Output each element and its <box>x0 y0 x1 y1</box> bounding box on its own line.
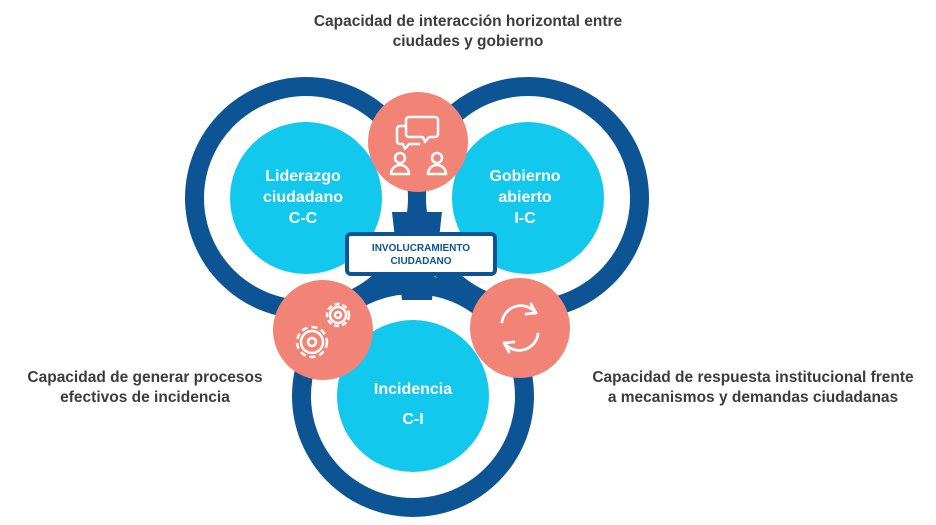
node-left-line-1: Liderazgo <box>265 168 341 185</box>
people-chat-icon <box>368 92 468 192</box>
caption-left-line-1: Capacidad de generar procesos <box>27 369 263 386</box>
center-line-2: CIUDADANO <box>390 256 452 267</box>
node-right-line-3: I-C <box>514 210 536 227</box>
caption-right-line-1: Capacidad de respuesta institucional fre… <box>592 369 914 386</box>
caption-right: Capacidad de respuesta institucional fre… <box>570 368 936 408</box>
circle-bottom <box>337 320 489 472</box>
node-left-line-3: C-C <box>288 210 318 227</box>
node-label-right: Gobierno abierto I-C <box>470 166 580 229</box>
center-line-1: INVOLUCRAMIENTO <box>371 243 471 254</box>
node-right-line-2: abierto <box>498 189 552 206</box>
caption-left-line-2: efectivos de incidencia <box>60 389 230 406</box>
center-box: INVOLUCRAMIENTO CIUDADANO <box>345 232 497 276</box>
caption-right-line-2: a mecanismos y demandas ciudadanas <box>607 389 899 406</box>
caption-top: Capacidad de interacción horizontal entr… <box>218 12 718 52</box>
node-right-line-1: Gobierno <box>489 168 561 185</box>
node-bottom-line-1: Incidencia <box>373 381 453 398</box>
node-left-line-2: ciudadano <box>262 189 343 206</box>
refresh-arrows-icon <box>470 278 570 378</box>
node-bottom-line-2: C-I <box>402 411 424 428</box>
caption-top-line-1: Capacidad de interacción horizontal entr… <box>313 13 623 30</box>
node-label-bottom: Incidencia C-I <box>358 375 468 435</box>
caption-top-line-2: ciudades y gobierno <box>392 33 544 50</box>
node-label-left: Liderazgo ciudadano C-C <box>248 166 358 229</box>
circle-left <box>230 122 382 274</box>
gears-icon <box>273 280 373 380</box>
caption-left: Capacidad de generar procesos efectivos … <box>0 368 290 408</box>
